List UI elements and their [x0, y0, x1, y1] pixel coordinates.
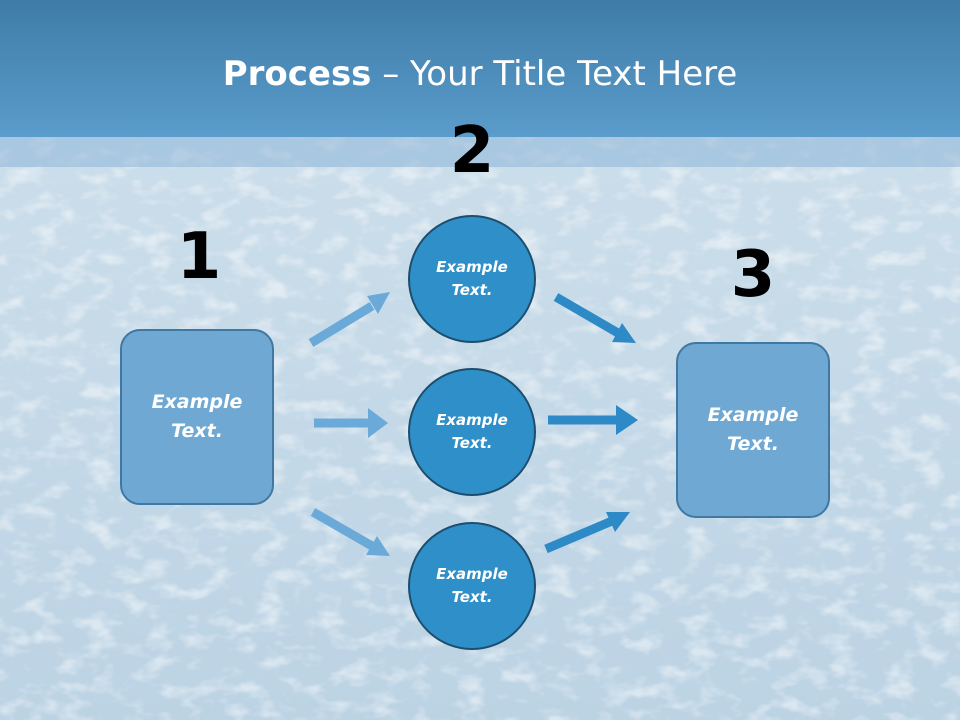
- process-circle-middle: Example Text.: [408, 368, 536, 496]
- title-bar: [0, 0, 960, 137]
- circle-bottom-line1: Example: [436, 565, 508, 583]
- circle-middle-line2: Text.: [451, 434, 493, 452]
- step-number-1: 1: [176, 220, 222, 294]
- step-number-3: 3: [730, 238, 776, 312]
- arrow-right-down: [553, 293, 636, 343]
- arrow-right-middle: [548, 405, 638, 435]
- arrow-left-up: [308, 292, 390, 347]
- box-left-line2: Text.: [171, 420, 223, 442]
- title-rest: – Your Title Text Here: [371, 54, 738, 94]
- process-circle-bottom: Example Text.: [408, 522, 536, 650]
- box-left-text: Example Text.: [152, 388, 243, 446]
- circle-middle-text: Example Text.: [436, 409, 508, 455]
- box-right-text: Example Text.: [708, 401, 799, 459]
- circle-bottom-line2: Text.: [451, 588, 493, 606]
- process-box-right: Example Text.: [676, 342, 830, 518]
- circle-bottom-text: Example Text.: [436, 563, 508, 609]
- title-bold: Process: [222, 54, 372, 94]
- step-number-2: 2: [449, 114, 495, 188]
- box-left-line1: Example: [151, 391, 243, 413]
- circle-top-text: Example Text.: [436, 256, 508, 302]
- slide-title: Process – Your Title Text Here: [0, 52, 960, 96]
- title-band: [0, 137, 960, 167]
- circle-top-line1: Example: [436, 258, 508, 276]
- process-circle-top: Example Text.: [408, 215, 536, 343]
- circle-middle-line1: Example: [436, 411, 508, 429]
- arrow-left-down: [310, 508, 390, 556]
- circle-top-line2: Text.: [451, 281, 493, 299]
- arrow-right-up: [544, 512, 630, 554]
- box-right-line2: Text.: [727, 433, 779, 455]
- arrow-left-middle: [314, 408, 388, 438]
- process-box-left: Example Text.: [120, 329, 274, 505]
- box-right-line1: Example: [707, 404, 799, 426]
